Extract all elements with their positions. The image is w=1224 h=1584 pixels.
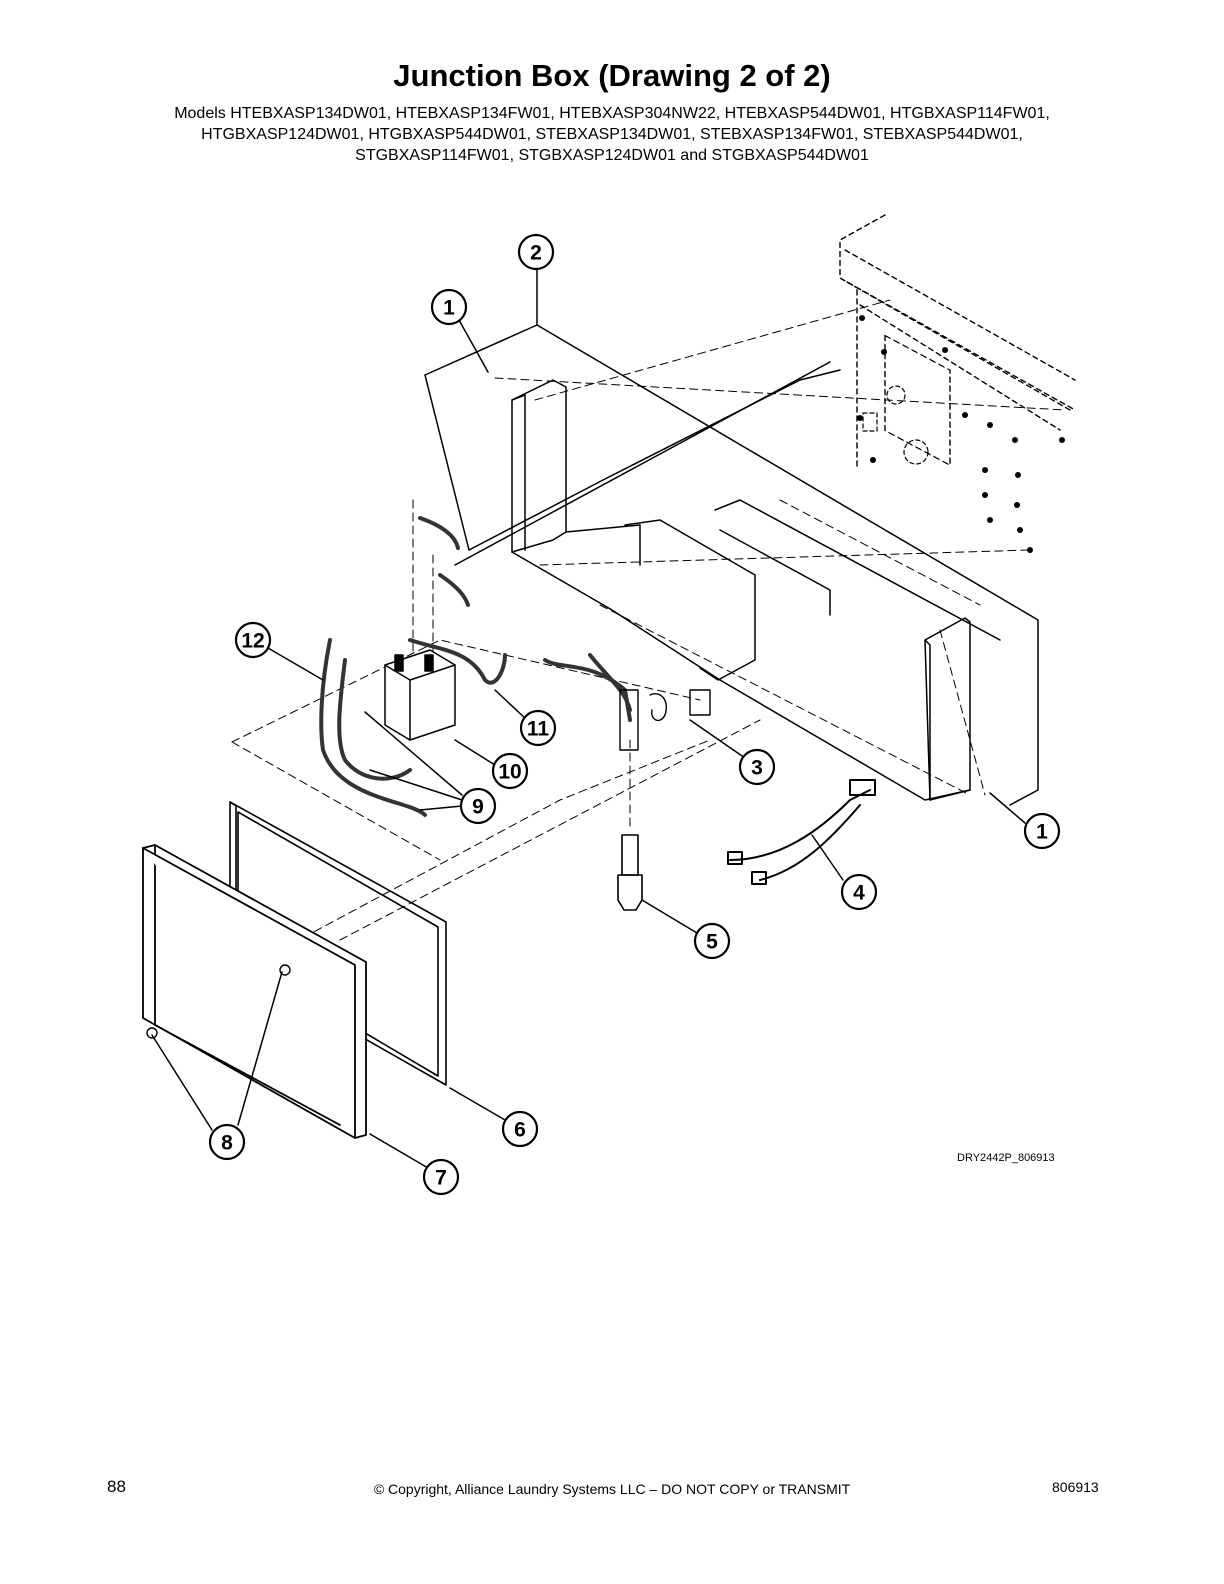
callout-1b: 1	[1036, 821, 1048, 844]
page-number: 88	[107, 1477, 126, 1496]
cabinet-mounting-holes	[857, 315, 1065, 553]
cover-screws	[146, 964, 291, 1039]
callout-5-circle	[693, 922, 731, 960]
callout-8: 8	[221, 1132, 233, 1155]
callout-3: 3	[751, 757, 763, 780]
assembly-lines	[231, 299, 1066, 951]
callout-2: 2	[530, 242, 542, 265]
callout-10-circle	[491, 752, 529, 790]
line-filter	[384, 649, 456, 741]
callout-12-circle	[234, 621, 272, 659]
callout-2-circle	[517, 233, 555, 271]
ground-leads	[319, 516, 632, 817]
dryer-cabinet-outline	[839, 214, 1076, 471]
wire-harness	[727, 779, 876, 885]
callout-4-circle	[840, 873, 878, 911]
callout-4: 4	[853, 882, 865, 905]
callout-3-circle	[738, 748, 776, 786]
model-list-line: Models HTEBXASP134DW01, HTEBXASP134FW01,…	[174, 105, 1050, 122]
model-list-line: HTGBXASP124DW01, HTGBXASP544DW01, STEBXA…	[201, 126, 1023, 143]
callout-9: 9	[472, 796, 484, 819]
callout-6: 6	[514, 1119, 526, 1142]
model-list: Models HTEBXASP134DW01, HTEBXASP134FW01,…	[100, 103, 1124, 166]
drawing-code: DRY2442P_806913	[957, 1152, 1055, 1164]
callout-leaders	[151, 267, 1026, 1169]
access-cover	[142, 844, 367, 1139]
callout-11-circle	[519, 709, 557, 747]
callout-10: 10	[498, 761, 521, 784]
callout-8-circle	[208, 1123, 246, 1161]
document-number: 806913	[1052, 1479, 1099, 1495]
power-cord-end	[617, 834, 643, 911]
callout-5: 5	[706, 931, 718, 954]
strain-relief	[619, 689, 711, 751]
callout-7: 7	[435, 1167, 447, 1190]
callout-1-circle	[430, 288, 468, 326]
callout-1: 1	[443, 297, 455, 320]
junction-box-bracket	[424, 324, 1039, 806]
callout-9-circle	[459, 787, 497, 825]
callout-12: 12	[241, 630, 264, 653]
page-title: Junction Box (Drawing 2 of 2)	[393, 58, 831, 93]
callout-11: 11	[527, 718, 550, 741]
callout-6-circle	[501, 1110, 539, 1148]
callout-1b-circle	[1023, 812, 1061, 850]
model-list-line: STGBXASP114FW01, STGBXASP124DW01 and STG…	[355, 147, 869, 164]
copyright-notice: © Copyright, Alliance Laundry Systems LL…	[373, 1481, 851, 1497]
callout-7-circle	[422, 1158, 460, 1196]
callout-bubbles	[208, 233, 1061, 1196]
